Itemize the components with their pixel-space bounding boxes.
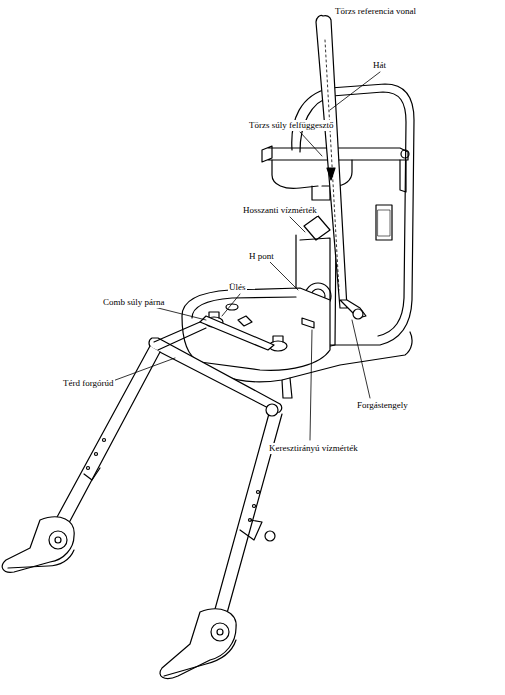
part-label: H pont [248,251,275,262]
part-label: Comb súly párna [102,297,166,308]
part-label: Keresztirányú vízmérték [268,443,359,454]
part-label: Hosszanti vízmérték [242,205,318,216]
part-label: Forgástengely [356,400,409,411]
part-label: Térd forgórúd [62,378,115,389]
part-label: Ülés [228,282,247,293]
part-label: Törzs súly felfüggesztő [248,120,334,131]
part-label: Törzs referencia vonal [334,6,417,17]
part-label: Hát [372,60,387,71]
